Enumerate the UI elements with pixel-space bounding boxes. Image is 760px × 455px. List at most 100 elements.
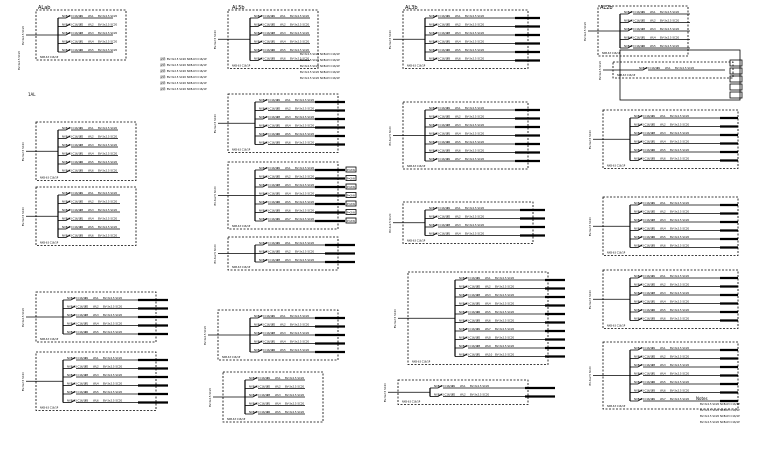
breaker-label: NXB-63 C16/1P — [254, 57, 274, 61]
breaker-label: NXB-63 C16/1P — [459, 285, 479, 289]
wire-line — [637, 364, 643, 368]
cable-label: BV-3x2.5 SC20 — [495, 344, 514, 348]
phase-label: L3 — [80, 208, 83, 212]
phase-label: L1 — [80, 14, 83, 18]
wire-line — [252, 394, 258, 398]
breaker-label: NXB-63 C16/1P — [62, 135, 82, 139]
circuit-id: WL5 — [93, 330, 99, 334]
phase-label: L2 — [85, 330, 88, 334]
breaker-label: NXB-63 C16/1P — [259, 217, 279, 221]
circuit-id: WL4 — [88, 217, 94, 221]
wire-line — [627, 45, 633, 49]
load-label: P=2kW — [347, 169, 356, 172]
circuit-id: WL2 — [285, 175, 291, 179]
cable-label: BV-3x2.5 SC20 — [670, 131, 689, 135]
phase-label: L3 — [477, 319, 480, 323]
feeder-label: BV-3x2.5 SC20 — [588, 290, 592, 309]
circuit-id: WL2 — [460, 393, 466, 397]
circuit-id: WL2 — [93, 365, 99, 369]
wire-line — [642, 67, 648, 71]
phase-label: L1 — [272, 314, 275, 318]
breaker-label: NXB-63 C16/1P — [459, 310, 479, 314]
cable-label: BV-3x2.5 SC20 — [290, 340, 309, 344]
wire-line — [257, 23, 263, 27]
circuit-id: WL2 — [650, 19, 656, 23]
phase-label: L1 — [85, 382, 88, 386]
circuit-id: WL6 — [660, 157, 666, 161]
phase-label: L2 — [80, 135, 83, 139]
cable-label: BV-3x2.5 SC20 — [495, 353, 514, 357]
feeder-label: BV-3x2.5 SC20 — [213, 186, 217, 205]
label-top-right: AL2b — [600, 5, 613, 11]
circuit-id: WL3 — [650, 27, 656, 31]
main-breaker-label: NXB-63 C16/1P — [40, 407, 59, 410]
phase-label: L2 — [652, 283, 655, 287]
cable-label: BV-3x2.5 SC20 — [295, 166, 314, 170]
phase-label: L3 — [277, 209, 280, 213]
phase-label: L1 — [267, 376, 270, 380]
main-breaker-label: NXB-63 C16/1P — [412, 361, 431, 364]
cable-label: BV-3x2.5 SC20 — [660, 10, 679, 14]
circuit-id: WL3 — [660, 291, 666, 295]
wire-line — [262, 209, 268, 213]
phase-label: L3 — [80, 143, 83, 147]
phase-label: L1 — [277, 241, 280, 245]
phase-label: L1 — [277, 217, 280, 221]
phase-label: L3 — [447, 57, 450, 61]
cable-label: BV-3x2.5 SC20 — [670, 317, 689, 321]
wire-line — [257, 15, 263, 19]
breaker-label: NXB-63 C16/1P — [62, 126, 82, 130]
main-breaker-label: NXB-63 C16/1P — [227, 418, 246, 421]
wire-line — [257, 332, 263, 336]
circuit-id: WL1 — [285, 98, 291, 102]
breaker-label: NXB-63 C16/1P — [254, 331, 274, 335]
breaker-label: NXB-63 C16/1P — [429, 140, 449, 144]
cable-label: BV-3x2.5 SC20 — [295, 141, 314, 145]
feeder-label: BV-3x2.5 SC20 — [588, 130, 592, 149]
breaker-label: NXB-63 C16/1P — [634, 227, 654, 231]
phase-label: L2 — [85, 390, 88, 394]
wire-line — [65, 209, 71, 213]
breaker-label: NXB-63 C16/1P — [634, 389, 654, 393]
cable-label: BV-3x2.5 SC20 — [295, 209, 314, 213]
breaker-label: NXB-63 C16/1P — [429, 123, 449, 127]
circuit-id: WL3 — [285, 258, 291, 262]
wire-line — [627, 28, 633, 32]
phase-label: L1 — [652, 300, 655, 304]
cable-label: BV-3x2.5 SC20 — [670, 140, 689, 144]
breaker-label: NXB-63 C16/1P — [259, 209, 279, 213]
circuit-id: WL6 — [93, 399, 99, 403]
phase-label: L3 — [272, 57, 275, 61]
wire-line — [462, 285, 468, 289]
phase-label: L2 — [277, 250, 280, 254]
phase-label: L1 — [272, 14, 275, 18]
breaker-label: NXB-63 C16/1P — [429, 206, 449, 210]
cable-label: BV-3x2.5 SC20 — [295, 107, 314, 111]
circuit-id: WL1 — [660, 201, 666, 205]
cable-label: BV-3x2.5 SC20 — [98, 225, 117, 229]
phase-label: L2 — [277, 107, 280, 111]
breaker-label: NXB-63 C16/1P — [624, 19, 644, 23]
phase-label: L2 — [80, 23, 83, 27]
phase-label: L3 — [272, 31, 275, 35]
cable-label: BV-3x2.5 SC20 — [98, 152, 117, 156]
phase-label: L1 — [80, 217, 83, 221]
breaker-label: NXB-63 C16/1P — [429, 106, 449, 110]
breaker-label: NXB-63 C16/1P — [67, 330, 87, 334]
breaker-label: NXB-63 C16/1P — [254, 14, 274, 18]
wire-line — [637, 140, 643, 144]
cable-label: BV-3x2.5 SC20 — [465, 14, 484, 18]
circuit-id: WL2 — [455, 23, 461, 27]
feeder-label: BV-3x2.5 SC20 — [213, 244, 217, 263]
circuit-id: WL1 — [455, 206, 461, 210]
cable-label: BV-3x2.5 SC20 — [470, 384, 489, 388]
circuit-id: WL2 — [660, 123, 666, 127]
circuit-id: WL6 — [660, 389, 666, 393]
cable-label: BV-3x2.5 SC20 — [670, 244, 689, 248]
wire-line — [252, 411, 258, 415]
wire-line — [262, 192, 268, 196]
cable-label: BV-3x2.5 SC20 — [295, 258, 314, 262]
circuit-id: WL3 — [93, 373, 99, 377]
load-label: P=2kW — [347, 195, 356, 198]
breaker-label: NXB-63 C16/1P — [67, 305, 87, 309]
